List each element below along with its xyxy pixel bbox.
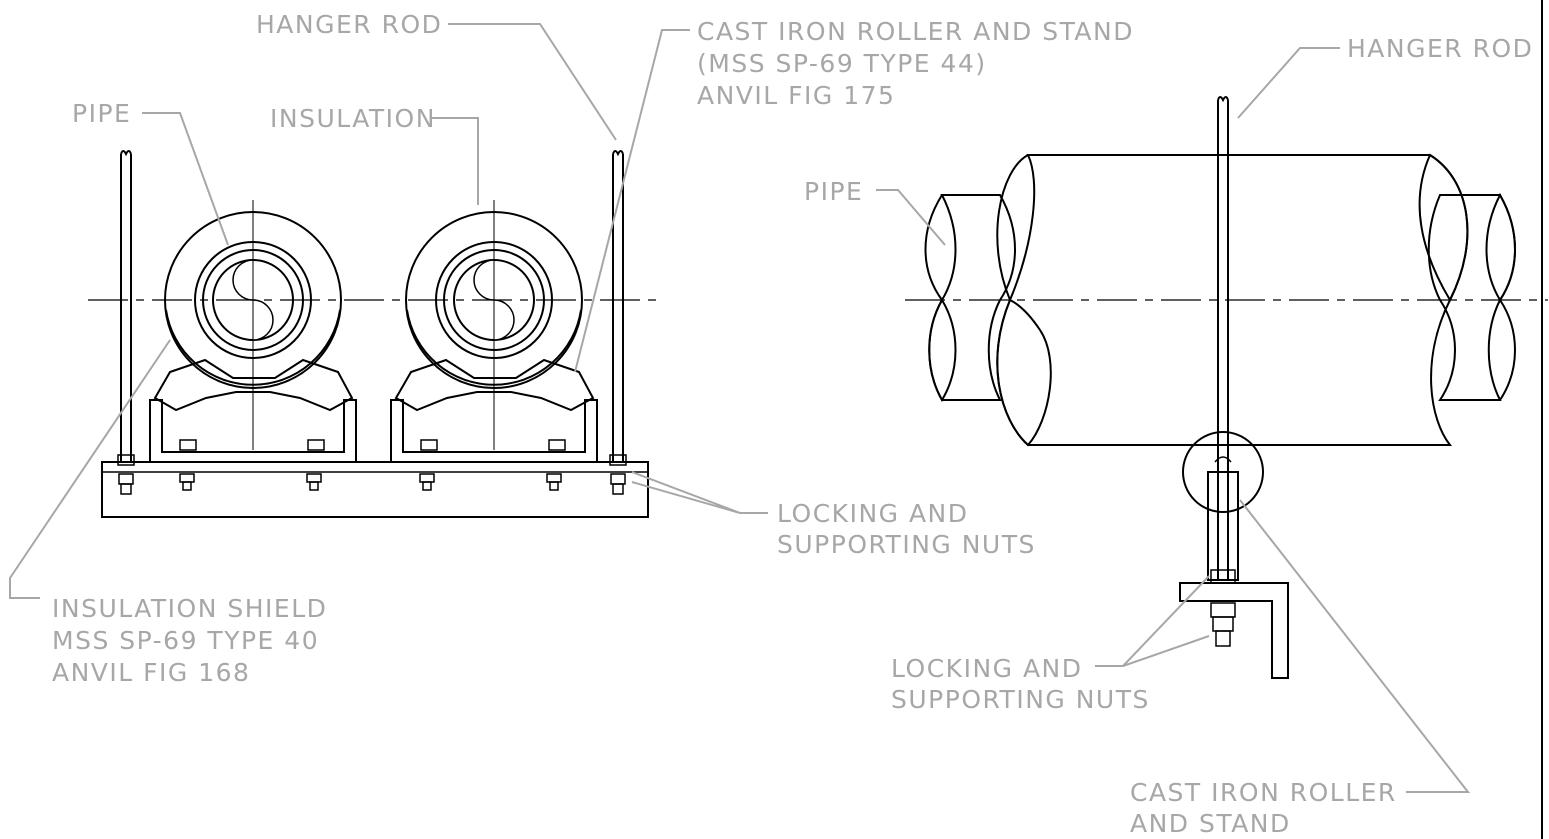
label-shield-line1: INSULATION SHIELD (52, 594, 327, 623)
nut (546, 473, 562, 491)
right-hanger-rod (612, 150, 624, 462)
leader-cast-iron-roller (574, 29, 690, 373)
label-hanger-rod-left: HANGER ROD (256, 10, 442, 39)
nut (419, 473, 435, 491)
nut (117, 454, 135, 495)
label-cast-iron-line1: CAST IRON ROLLER AND STAND (697, 17, 1134, 46)
leader-locking-left (631, 471, 768, 514)
label-locking-right-line1: LOCKING AND (891, 654, 1083, 683)
elevation-roller (1182, 431, 1264, 581)
base-nuts (117, 454, 627, 495)
nut (179, 473, 195, 491)
leader-roller-right (1239, 499, 1471, 793)
leader-pipe-left (142, 112, 229, 246)
leader-hanger-rod-left (448, 23, 617, 141)
roller-stand-2 (390, 358, 598, 462)
leader-pipe-right (876, 189, 946, 246)
left-section-view (88, 150, 662, 518)
support-base-channel (101, 461, 649, 518)
leader-insulation (432, 117, 479, 205)
label-shield-line2: MSS SP-69 TYPE 40 (52, 626, 319, 655)
label-shield-line3: ANVIL FIG 168 (52, 658, 250, 687)
label-hanger-rod-right: HANGER ROD (1347, 34, 1533, 63)
leader-insulation-shield (9, 339, 171, 599)
leader-hanger-rod-right (1237, 47, 1340, 119)
nut (306, 473, 322, 491)
label-cast-iron-line2: (MSS SP-69 TYPE 44) (697, 49, 987, 78)
pipe-right-stub (1427, 192, 1516, 401)
leader-locking-right (1095, 575, 1210, 667)
leader-lines (9, 23, 1471, 793)
pipe-left-stub (924, 194, 1016, 402)
label-roller-right-line2: AND STAND (1130, 809, 1291, 838)
right-elevation-view (905, 96, 1548, 679)
pipe-section-1 (164, 200, 342, 450)
left-hanger-rod (120, 150, 132, 462)
elevation-stand-angle (1179, 569, 1289, 679)
elevation-hanger-rod (1217, 96, 1229, 580)
label-insulation: INSULATION (270, 104, 436, 133)
label-cast-iron-line3: ANVIL FIG 175 (697, 81, 895, 110)
pipe-section-2 (405, 200, 583, 450)
label-pipe-left: PIPE (72, 99, 131, 128)
label-pipe-right: PIPE (804, 177, 863, 206)
label-roller-right-line1: CAST IRON ROLLER (1130, 778, 1397, 807)
nut (609, 454, 627, 495)
label-locking-left-line2: SUPPORTING NUTS (777, 530, 1036, 559)
roller-stand-1 (149, 358, 357, 462)
label-locking-right-line2: SUPPORTING NUTS (891, 685, 1150, 714)
label-locking-left-line1: LOCKING AND (777, 499, 969, 528)
annotations: HANGER ROD CAST IRON ROLLER AND STAND (M… (52, 10, 1533, 838)
